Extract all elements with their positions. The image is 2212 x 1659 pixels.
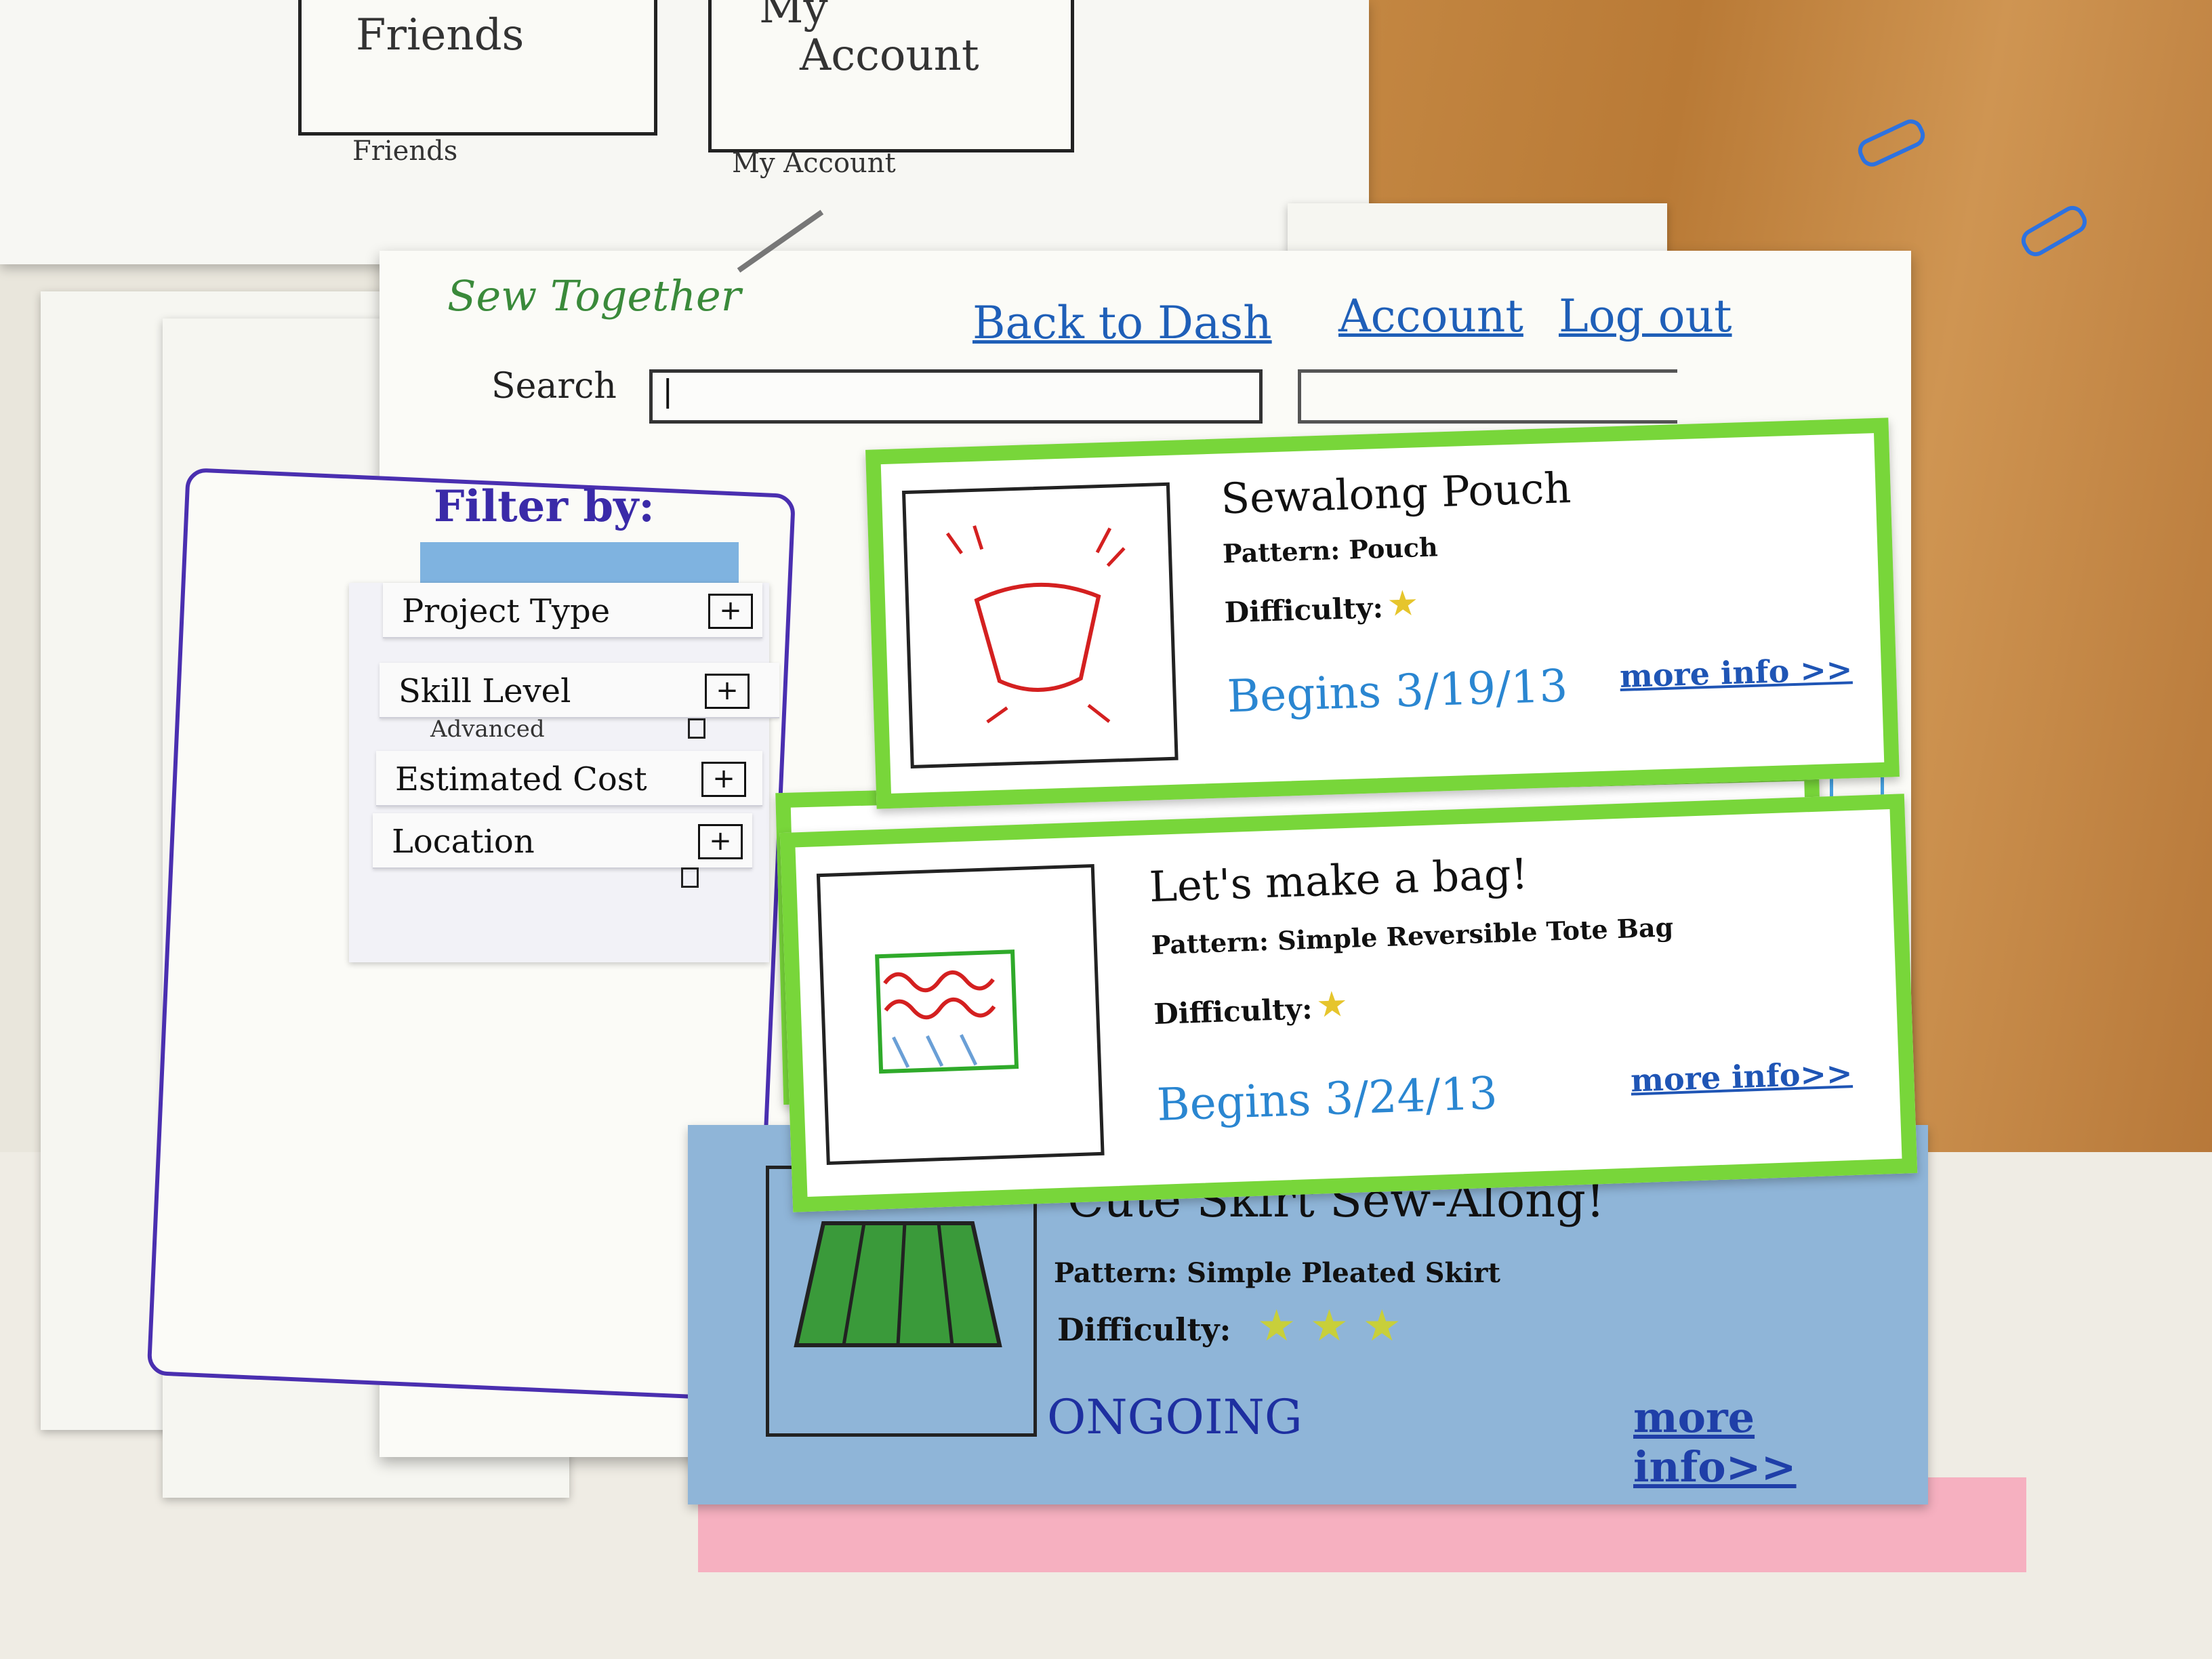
card-title: Let's make a bag!	[1148, 848, 1529, 912]
event-card-bag[interactable]: Let's make a bag! Pattern: Simple Revers…	[779, 794, 1918, 1212]
expand-icon[interactable]: +	[698, 824, 743, 859]
account-tile-label: Account	[800, 30, 979, 81]
checkbox[interactable]	[681, 867, 699, 888]
checkbox[interactable]	[688, 718, 705, 739]
filter-project-type[interactable]: Project Type +	[383, 583, 762, 638]
filter-row-label: Project Type	[402, 592, 611, 630]
filter-location[interactable]: Location +	[373, 813, 752, 869]
friends-caption: Friends	[352, 136, 458, 167]
event-card-pouch[interactable]: Sewalong Pouch Pattern: Pouch Difficulty…	[865, 417, 1900, 809]
card-difficulty-label: Difficulty:	[1224, 590, 1384, 630]
back-to-dash-link[interactable]: Back to Dash	[972, 297, 1272, 349]
skirt-icon	[794, 1221, 1002, 1347]
bag-icon	[875, 949, 1019, 1074]
expand-icon[interactable]: +	[701, 762, 746, 797]
pouch-icon	[945, 525, 1126, 724]
card-thumbnail	[766, 1166, 1037, 1437]
card-status: ONGOING	[1047, 1389, 1303, 1445]
card-pattern: Pattern: Simple Pleated Skirt	[1054, 1257, 1500, 1289]
difficulty-stars: ★	[1315, 984, 1349, 1026]
filter-row-label: Estimated Cost	[395, 760, 647, 798]
expand-icon[interactable]: +	[708, 594, 753, 629]
card-difficulty-label: Difficulty:	[1153, 991, 1313, 1031]
account-tile-prefix: My	[759, 0, 828, 33]
more-info-link[interactable]: more info>>	[1633, 1393, 1797, 1492]
search-options-field[interactable]	[1298, 369, 1677, 424]
difficulty-stars: ★	[1386, 583, 1420, 625]
filter-row-label: Skill Level	[398, 672, 571, 710]
friends-tile-label: Friends	[356, 10, 525, 60]
top-sketch-sheet: Friends My Account Friends My Account	[0, 0, 1369, 264]
expand-icon[interactable]: +	[705, 674, 750, 709]
logout-link[interactable]: Log out	[1559, 290, 1732, 342]
filter-menu: Project Type + Skill Level + Advanced Es…	[349, 583, 779, 962]
skill-option-advanced[interactable]: Advanced	[430, 716, 545, 743]
filter-row-label: Location	[392, 823, 535, 861]
logo[interactable]: Sew Together	[447, 271, 741, 321]
filter-title: Filter by:	[434, 481, 655, 532]
friends-tile[interactable]: Friends	[298, 0, 657, 136]
search-input[interactable]: |	[649, 369, 1263, 424]
more-info-link[interactable]: more info>>	[1630, 1054, 1853, 1099]
card-pattern: Pattern: Simple Reversible Tote Bag	[1151, 912, 1674, 961]
account-tile[interactable]: My Account	[708, 0, 1074, 152]
more-info-link[interactable]: more info >>	[1619, 651, 1853, 695]
search-label: Search	[491, 366, 617, 407]
filter-skill-level[interactable]: Skill Level +	[380, 663, 779, 718]
account-link[interactable]: Account	[1338, 290, 1523, 342]
account-caption: My Account	[732, 148, 896, 179]
difficulty-stars: ★ ★ ★	[1257, 1301, 1401, 1351]
card-thumbnail	[901, 482, 1179, 769]
filter-estimated-cost[interactable]: Estimated Cost +	[376, 751, 762, 806]
card-date: Begins 3/19/13	[1226, 659, 1569, 723]
card-pattern: Pattern: Pouch	[1222, 531, 1439, 569]
card-difficulty-label: Difficulty:	[1057, 1311, 1231, 1348]
card-title: Sewalong Pouch	[1220, 463, 1572, 524]
card-thumbnail	[816, 863, 1105, 1166]
card-date: Begins 3/24/13	[1155, 1067, 1498, 1131]
tape	[420, 542, 739, 590]
